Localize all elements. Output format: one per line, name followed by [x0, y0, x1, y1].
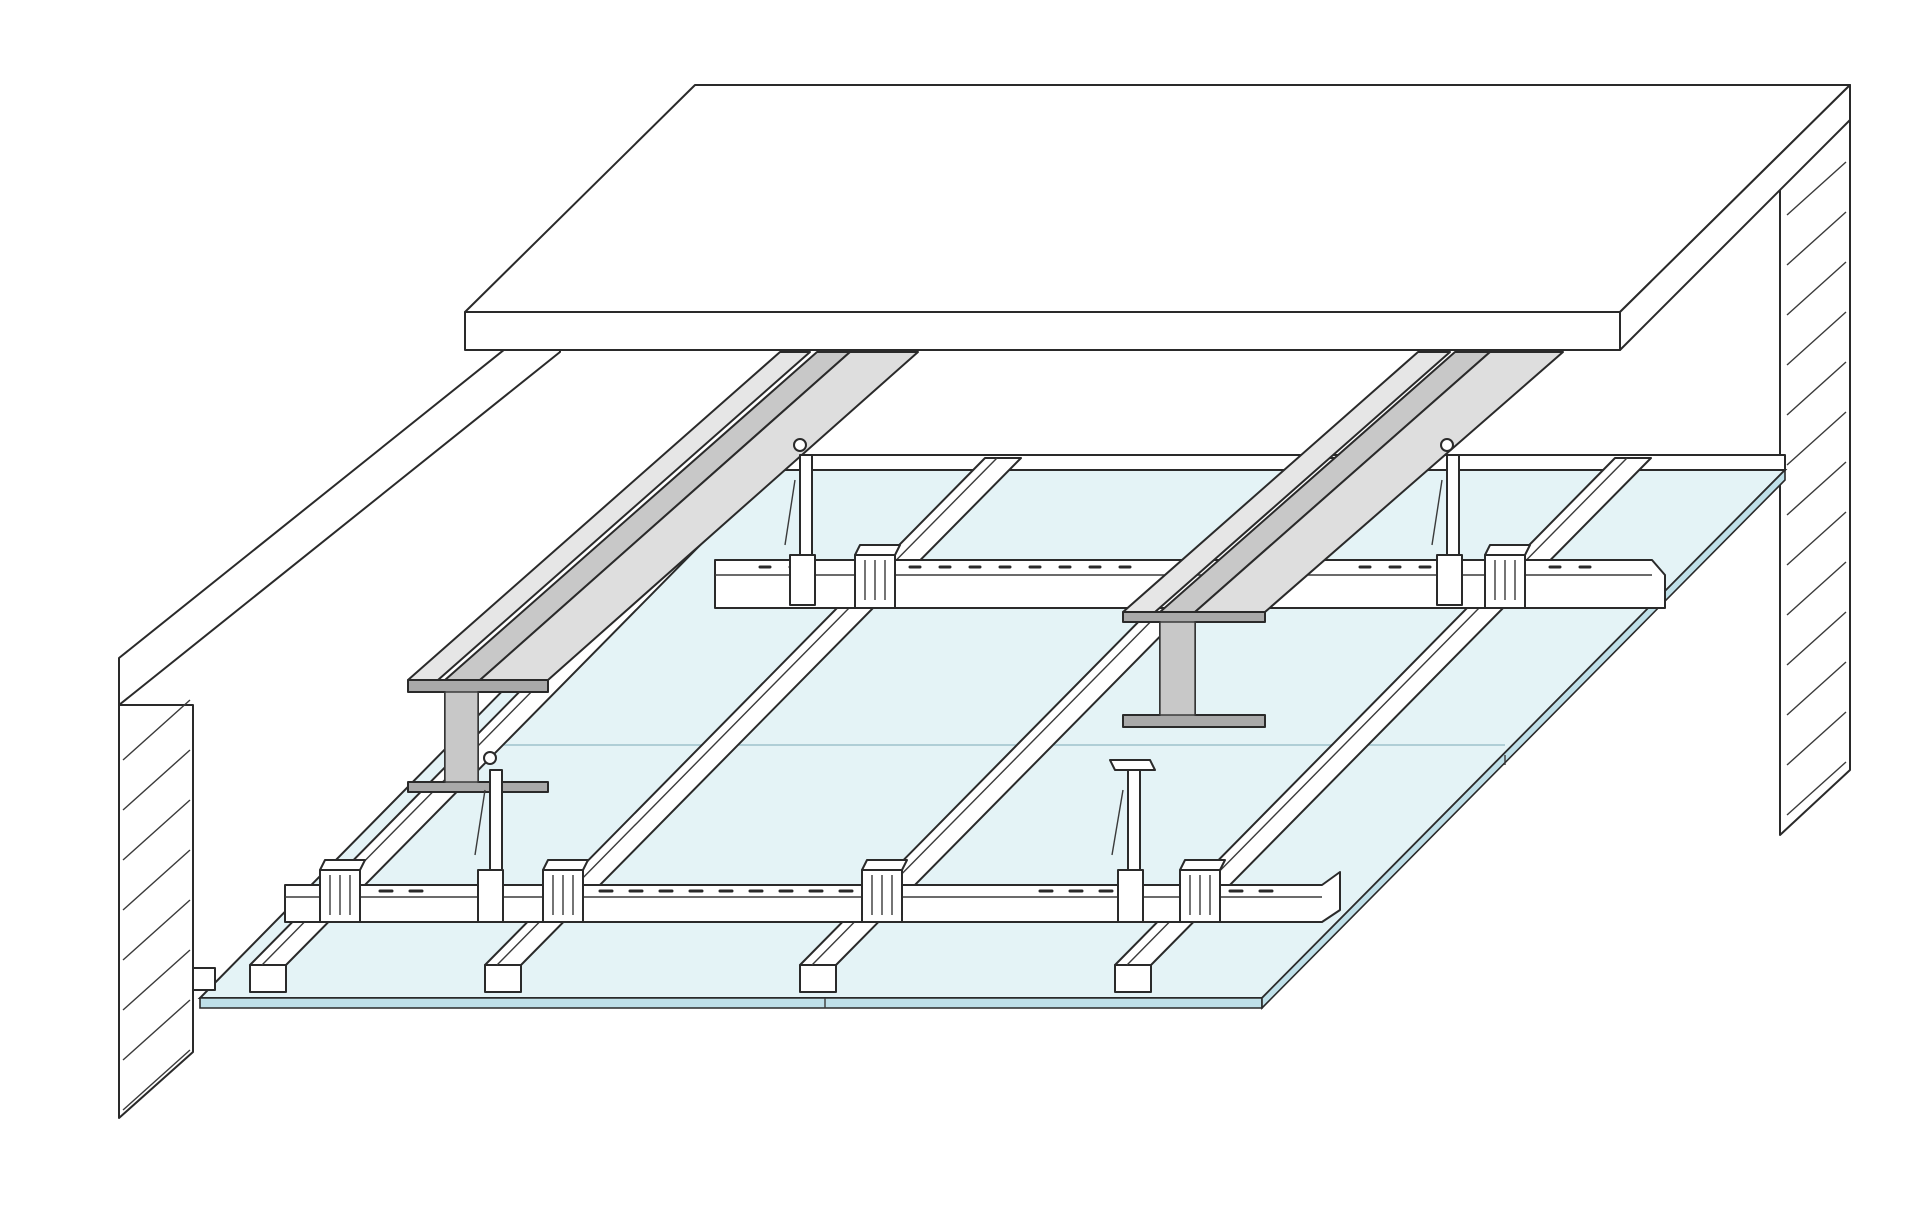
- connector-clip: [861, 859, 908, 923]
- right-masonry-wall: [1779, 84, 1851, 836]
- beam-clip-hanger: [784, 454, 816, 606]
- floor-slab: [464, 84, 1851, 351]
- left-masonry-wall: [118, 304, 561, 1119]
- direct-hanger: [1109, 759, 1156, 923]
- beam-clip-hangers: [474, 454, 1463, 923]
- perimeter-angle: [192, 967, 216, 991]
- beam-clip-hanger: [1431, 454, 1463, 606]
- bolt-icon: [1440, 438, 1454, 452]
- connector-clip: [854, 544, 901, 609]
- connector-clip: [319, 859, 366, 923]
- connector-clip: [1179, 859, 1226, 923]
- bolt-icon: [793, 438, 807, 452]
- bolt-icon: [483, 751, 497, 765]
- connector-clips: [319, 544, 1531, 923]
- connector-clip: [1484, 544, 1531, 609]
- steel-i-beam-right: [1122, 351, 1564, 728]
- connector-clip: [542, 859, 589, 923]
- beam-clip-hanger: [474, 769, 504, 923]
- steel-i-beam-left: [407, 351, 919, 793]
